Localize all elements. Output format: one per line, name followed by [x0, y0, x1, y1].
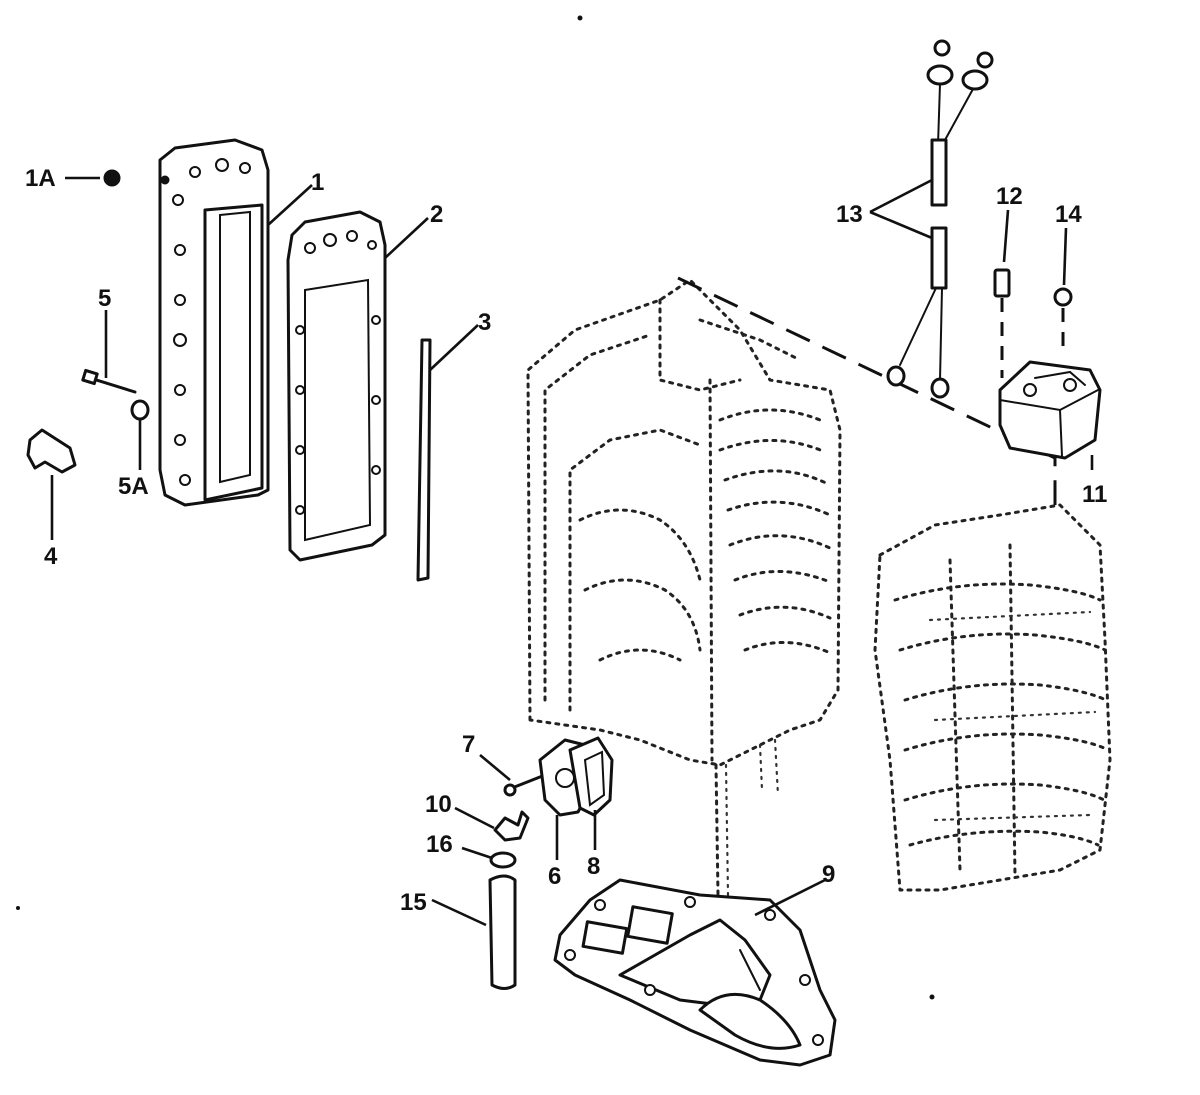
part-7-screw: [503, 773, 547, 797]
callout-15: 15: [400, 889, 427, 916]
crankcase-outline: [873, 503, 1112, 892]
part-12-screw: [993, 268, 1011, 378]
callout-8: 8: [587, 853, 600, 880]
part-5-bolt: [81, 368, 137, 394]
callout-9: 9: [822, 861, 835, 888]
scan-speck: [929, 994, 935, 1000]
callout-labels: 1A 1 2 3 4 5 5A 6 7 8 9 10 11 12 13 14 1…: [25, 165, 1107, 916]
callout-1a: 1A: [25, 165, 56, 192]
scan-speck: [16, 906, 20, 910]
callout-16: 16: [426, 831, 453, 858]
callout-4: 4: [44, 543, 58, 570]
part-11-module: [998, 360, 1102, 460]
callout-11: 11: [1082, 481, 1107, 508]
callout-10: 10: [425, 791, 452, 818]
callout-14: 14: [1055, 201, 1082, 228]
part-1-cover-plate: [158, 138, 270, 507]
callout-7: 7: [462, 731, 475, 758]
part-15-hose: [488, 874, 517, 990]
callout-6: 6: [548, 863, 561, 890]
callout-2: 2: [430, 201, 443, 228]
part-5a-washer: [130, 399, 150, 421]
part-3-seal-strip: [416, 338, 432, 582]
part-16-clamp-ring: [489, 851, 517, 869]
part-10-elbow: [493, 810, 530, 842]
part-8-gasket: [568, 736, 614, 817]
callout-5: 5: [98, 285, 111, 312]
part-13-wire-harness: [886, 39, 994, 399]
scan-speck: [577, 15, 583, 21]
part-9-base-gasket: [553, 878, 837, 1067]
callout-3: 3: [478, 309, 491, 336]
callout-12: 12: [996, 183, 1023, 210]
alignment-line: [677, 276, 1057, 505]
callout-1: 1: [311, 169, 324, 196]
part-2-gasket: [286, 210, 387, 562]
part-1a-plug: [103, 169, 121, 187]
leader-lines: [50, 176, 1094, 927]
callout-5a: 5A: [118, 473, 149, 500]
part-4-clamp: [26, 428, 77, 474]
part-14-nut: [1053, 287, 1073, 350]
engine-block-outline: [526, 278, 842, 897]
callout-13: 13: [836, 201, 863, 228]
